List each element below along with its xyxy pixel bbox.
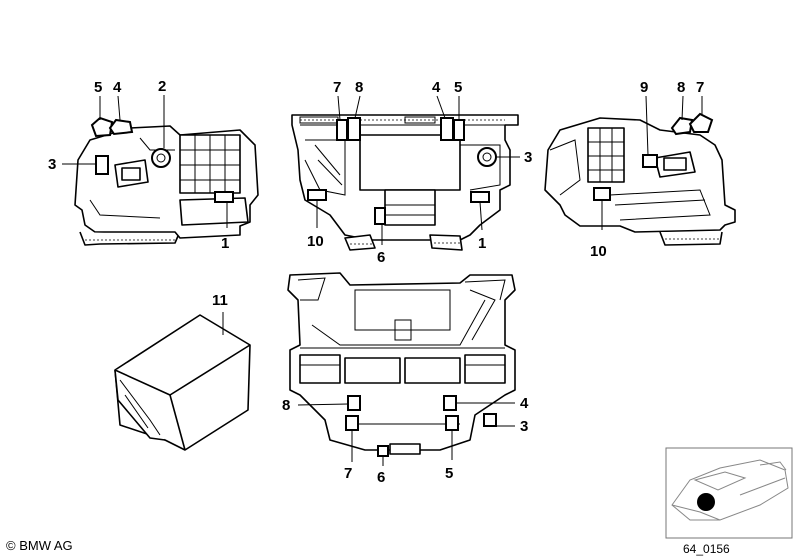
- actuator-9-right: [642, 154, 658, 168]
- actuator-3-bottom: [483, 413, 497, 427]
- callout-bottom-7: 7: [344, 465, 352, 482]
- actuator-1-left: [214, 191, 234, 203]
- actuator-7-bottom: [345, 415, 359, 431]
- center-heater-unit: [291, 114, 519, 251]
- callout-bottom-6: 6: [377, 469, 385, 486]
- callout-left-4: 4: [113, 79, 122, 96]
- callout-left-5: 5: [94, 79, 102, 96]
- left-leaders: [62, 95, 228, 228]
- actuator-6-bottom: [377, 445, 389, 457]
- callout-right-9: 9: [640, 79, 648, 96]
- callout-center-6: 6: [377, 249, 385, 266]
- callout-center-4: 4: [432, 79, 441, 96]
- location-marker: [697, 493, 715, 511]
- callout-center-1: 1: [478, 235, 486, 252]
- duct-part-11: [114, 312, 251, 451]
- actuator-6-center: [374, 207, 386, 225]
- callout-center-5: 5: [454, 79, 462, 96]
- actuator-8-right: [670, 116, 694, 136]
- actuator-7-center: [336, 119, 348, 141]
- actuator-3-left: [95, 155, 109, 175]
- left-heater-unit: [74, 125, 259, 246]
- actuator-5-bottom: [445, 415, 459, 431]
- callout-right-7: 7: [696, 79, 704, 96]
- callout-center-3: 3: [524, 149, 532, 166]
- bottom-actuators: [345, 395, 497, 457]
- actuator-5-center: [453, 119, 465, 141]
- callout-left-1: 1: [221, 235, 229, 252]
- right-actuators: [593, 112, 714, 201]
- bottom-heater-unit: [287, 272, 516, 455]
- callout-right-10: 10: [590, 243, 607, 260]
- callout-bottom-3: 3: [520, 418, 528, 435]
- actuator-4-center: [440, 117, 454, 141]
- actuator-4-left: [108, 118, 134, 136]
- callout-duct-11: 11: [212, 292, 228, 309]
- car-location-icon: [671, 459, 789, 521]
- callout-center-8: 8: [355, 79, 363, 96]
- actuator-8-center: [347, 117, 361, 141]
- center-leaders: [316, 95, 520, 245]
- left-actuators: [90, 116, 234, 203]
- drawing-number: 64_0156: [683, 542, 730, 556]
- copyright-notice: © BMW AG: [6, 538, 73, 553]
- callout-bottom-8: 8: [282, 397, 290, 414]
- vehicle-location-inset: [665, 447, 793, 539]
- callout-bottom-5: 5: [445, 465, 453, 482]
- actuator-7-right: [688, 112, 714, 133]
- callout-right-8: 8: [677, 79, 685, 96]
- right-heater-unit: [544, 117, 736, 246]
- callout-left-2: 2: [158, 78, 166, 95]
- center-actuators: [307, 117, 497, 225]
- actuator-8-bottom: [347, 395, 361, 411]
- bottom-leaders: [297, 402, 515, 466]
- callout-center-10: 10: [307, 233, 324, 250]
- actuator-5-left: [90, 116, 114, 138]
- actuator-2-left: [151, 148, 171, 168]
- actuator-3-center: [477, 147, 497, 167]
- callout-left-3: 3: [48, 156, 56, 173]
- actuator-4-bottom: [443, 395, 457, 411]
- actuator-10-center: [307, 189, 327, 201]
- actuator-1-center: [470, 191, 490, 203]
- actuator-10-right: [593, 187, 611, 201]
- callout-center-7: 7: [333, 79, 341, 96]
- callout-bottom-4: 4: [520, 395, 529, 412]
- right-leaders: [601, 95, 703, 230]
